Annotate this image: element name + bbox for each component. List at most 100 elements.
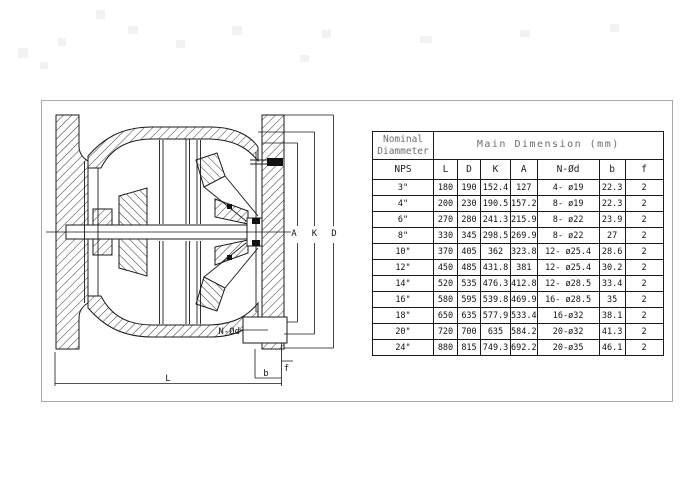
flange-pin (267, 158, 283, 166)
table-cell: 692.2 (510, 339, 538, 356)
main-dimension-header: Main Dimension (mm) (433, 131, 664, 160)
table-cell: 8" (372, 227, 434, 244)
table-cell: 584.2 (510, 323, 538, 340)
table-cell: 298.5 (480, 227, 511, 244)
table-cell: 2 (624, 179, 664, 196)
table-cell: 469.9 (510, 291, 538, 308)
table-cell: 12" (372, 259, 434, 276)
table-cell: 215.9 (510, 211, 538, 228)
col-header-d: D (457, 159, 481, 180)
table-cell: 152.4 (480, 179, 511, 196)
table-cell: 650 (433, 307, 458, 324)
table-cell: 190.5 (480, 195, 511, 212)
table-cell: 577.9 (480, 307, 511, 324)
disc-cone-struts (203, 175, 259, 289)
table-cell: 10" (372, 243, 434, 260)
table-cell: 2 (624, 339, 664, 356)
table-cell: 27 (598, 227, 626, 244)
col-header-n-od: N-Ød (536, 159, 600, 180)
table-cell: 2 (624, 307, 664, 324)
table-cell: 2 (624, 211, 664, 228)
dimension-lines (54, 114, 334, 386)
table-cell: 4" (372, 195, 434, 212)
table-cell: 38.1 (598, 307, 626, 324)
table-cell: 520 (433, 275, 458, 292)
table-cell: 595 (457, 291, 481, 308)
table-cell: 2 (624, 195, 664, 212)
table-cell: 476.3 (480, 275, 511, 292)
table-cell: 30.2 (598, 259, 626, 276)
col-header-b: b (598, 159, 626, 180)
body-wall-bottom (87, 295, 259, 338)
table-cell: 749.3 (480, 339, 511, 356)
table-cell: 12- ø28.5 (536, 275, 600, 292)
table-cell: 330 (433, 227, 458, 244)
table-cell: 533.4 (510, 307, 538, 324)
dim-label-a: A (291, 229, 297, 239)
table-cell: 230 (457, 195, 481, 212)
table-cell: 16" (372, 291, 434, 308)
disc-seat-bottom (214, 239, 249, 266)
col-header-l: L (433, 159, 458, 180)
table-cell: 450 (433, 259, 458, 276)
table-cell: 880 (433, 339, 458, 356)
table-cell: 20-ø32 (536, 323, 600, 340)
table-cell: 12- ø25.4 (536, 259, 600, 276)
table-cell: 700 (457, 323, 481, 340)
table-cell: 370 (433, 243, 458, 260)
table-cell: 46.1 (598, 339, 626, 356)
table-cell: 127 (510, 179, 538, 196)
table-cell: 16-ø32 (536, 307, 600, 324)
table-cell: 157.2 (510, 195, 538, 212)
table-cell: 241.3 (480, 211, 511, 228)
dim-label-f: f (284, 364, 289, 374)
dimension-table: Nominal Diammeter Main Dimension (mm) NP… (372, 131, 664, 356)
table-cell: 815 (457, 339, 481, 356)
table-cell: 720 (433, 323, 458, 340)
table-cell: 280 (457, 211, 481, 228)
table-header-row-1: Nominal Diammeter Main Dimension (mm) (372, 131, 664, 160)
table-cell: 16- ø28.5 (536, 291, 600, 308)
table-cell: 180 (433, 179, 458, 196)
table-cell: 431.8 (480, 259, 511, 276)
dim-label-l: L (165, 374, 170, 384)
table-cell: 270 (433, 211, 458, 228)
bushing-top (92, 208, 113, 226)
table-cell: 485 (457, 259, 481, 276)
table-cell: 2 (624, 323, 664, 340)
table-cell: 200 (433, 195, 458, 212)
scan-noise (18, 10, 619, 69)
dimension-labels: A K D L b f N-Ød (165, 229, 336, 384)
table-cell: 33.4 (598, 275, 626, 292)
table-cell: 8- ø22 (536, 227, 600, 244)
table-cell: 2 (624, 291, 664, 308)
table-cell: 345 (457, 227, 481, 244)
table-cell: 323.8 (510, 243, 538, 260)
table-cell: 18" (372, 307, 434, 324)
dim-label-b: b (263, 369, 268, 379)
table-cell: 24" (372, 339, 434, 356)
table-cell: 22.3 (598, 195, 626, 212)
table-cell: 2 (624, 227, 664, 244)
table-cell: 580 (433, 291, 458, 308)
table-cell: 4- ø19 (536, 179, 600, 196)
nominal-line1: Nominal (382, 133, 424, 145)
table-header-row-2: NPS L D K A N-Ød b f (372, 159, 664, 180)
sheet-border-frame (41, 100, 673, 402)
col-header-f: f (624, 159, 664, 180)
table-cell: 35 (598, 291, 626, 308)
col-header-nps: NPS (372, 159, 434, 180)
table-cell: 539.8 (480, 291, 511, 308)
table-cell: 362 (480, 243, 511, 260)
